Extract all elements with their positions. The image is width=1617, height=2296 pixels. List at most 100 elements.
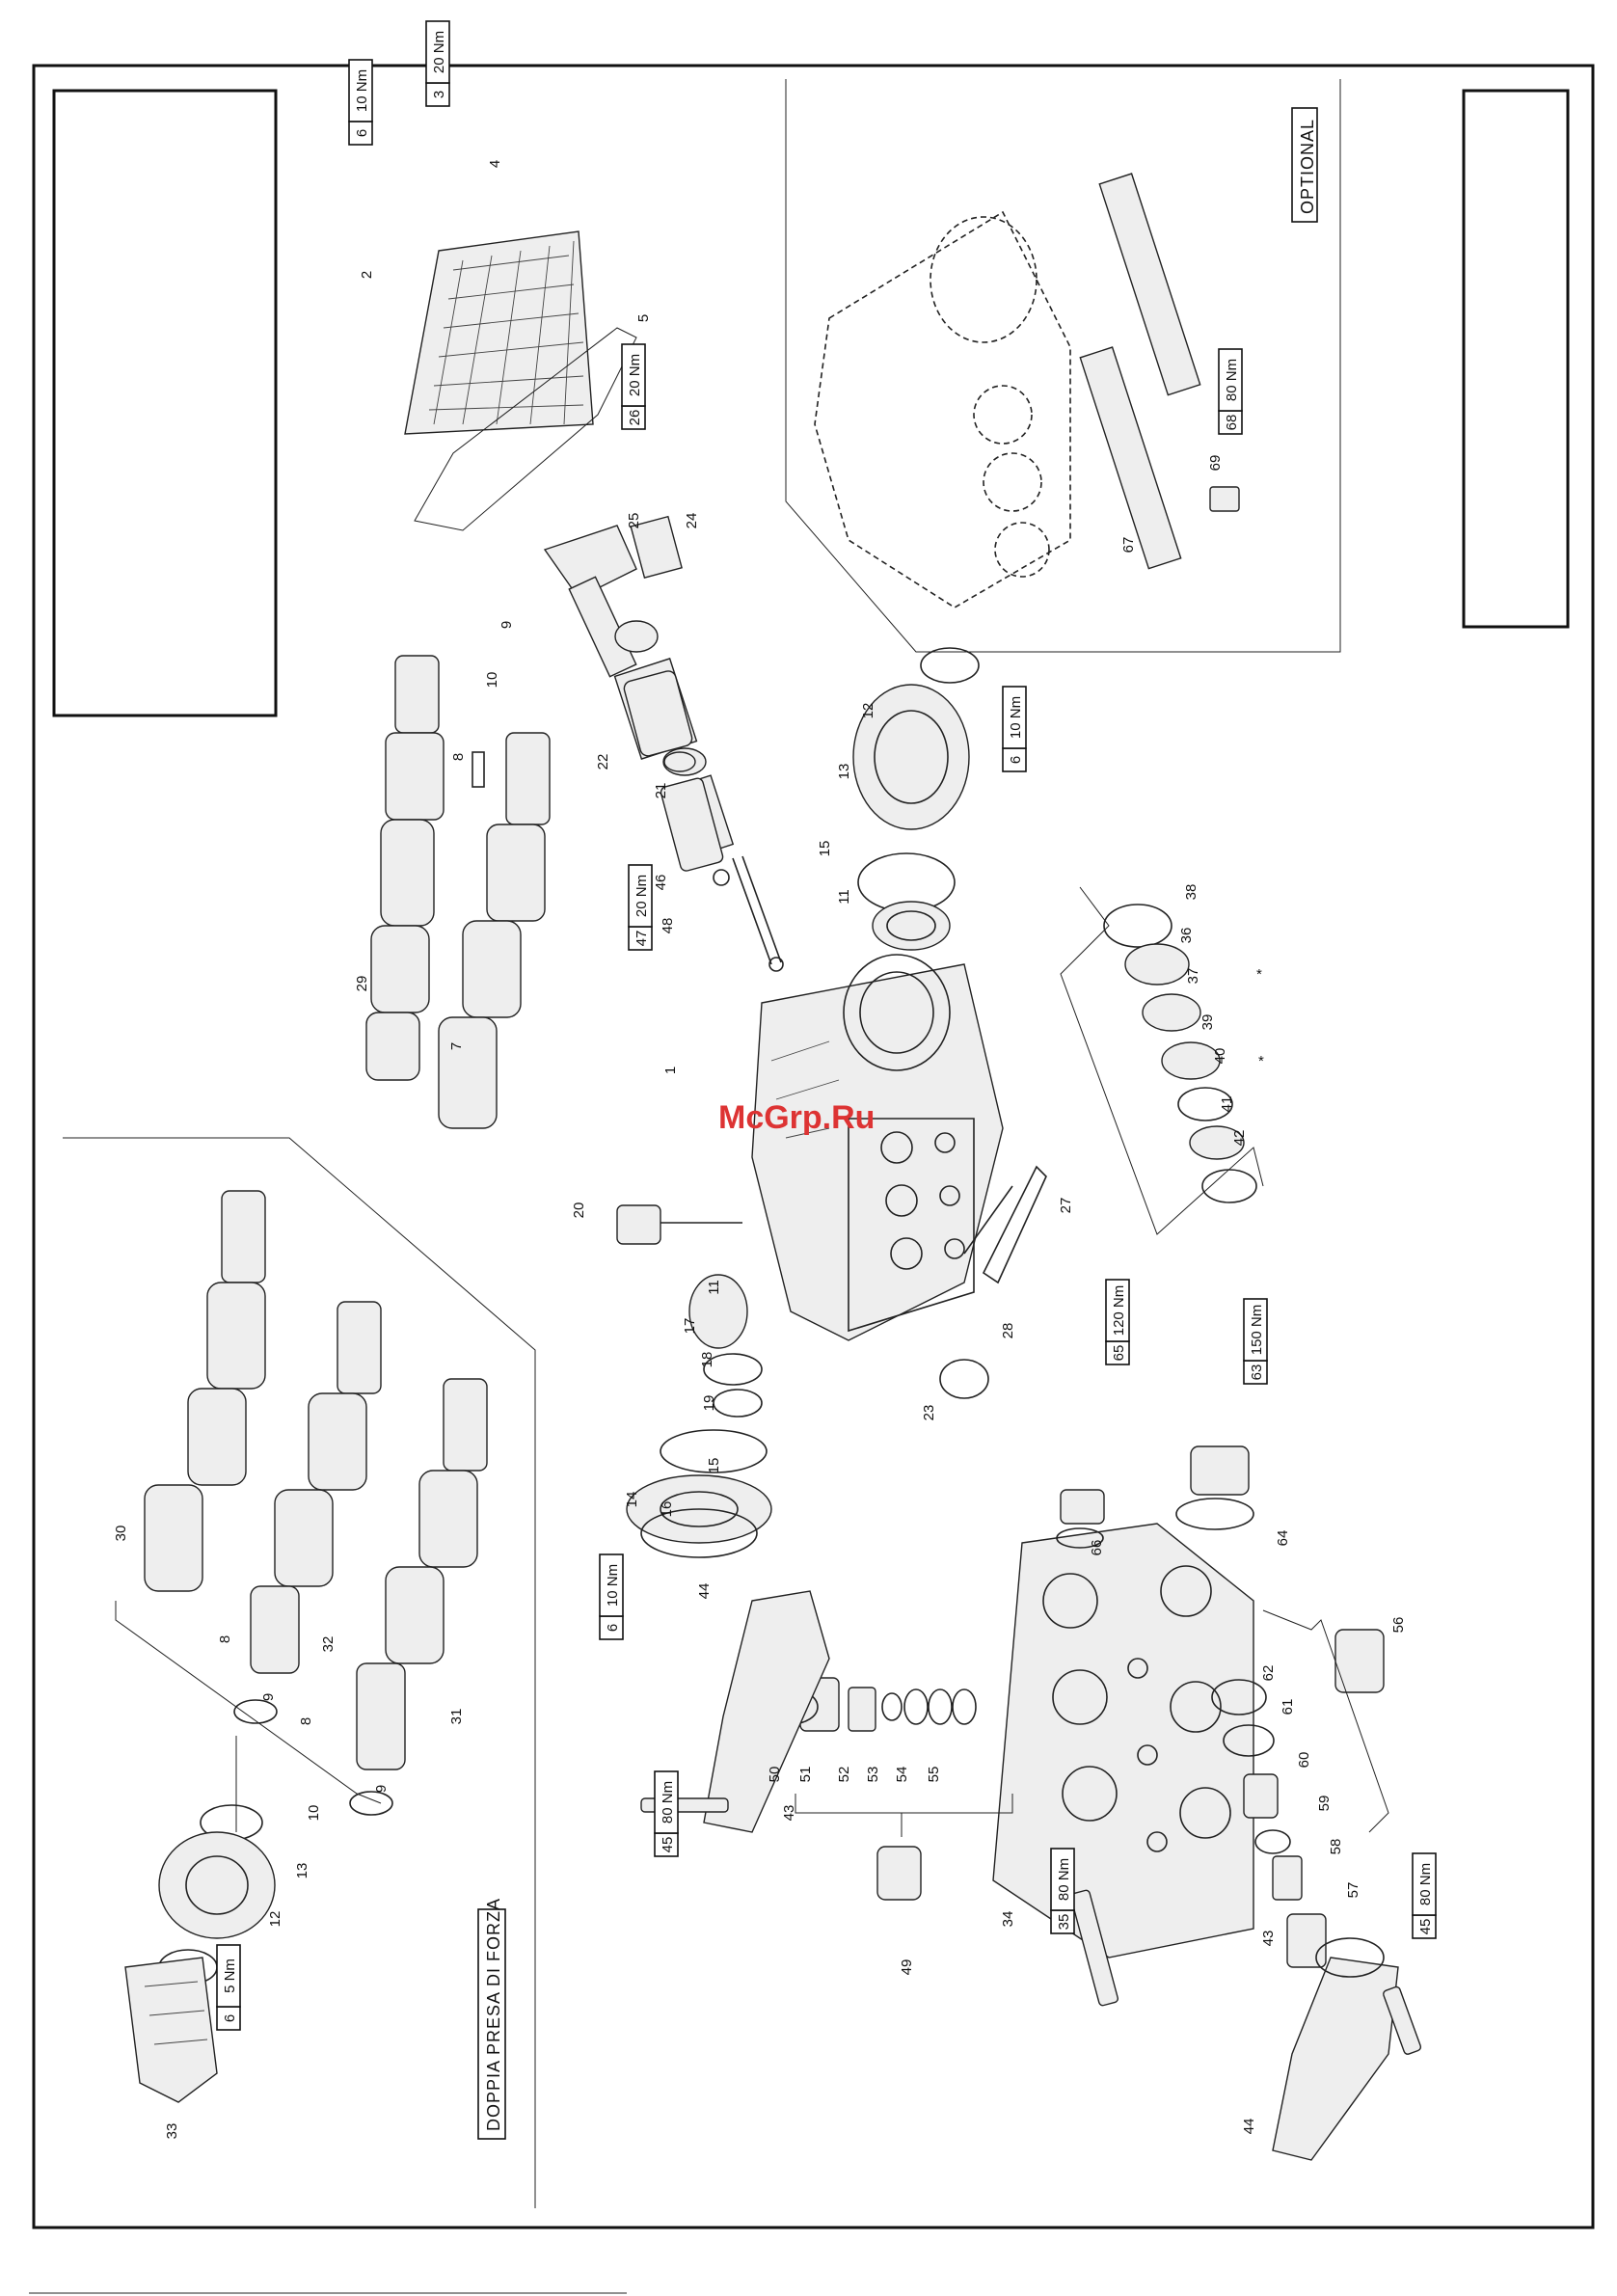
torque-part-number: 6 [605, 1624, 621, 1632]
torque-spec-6: 610 Nm [1002, 686, 1027, 772]
torque-spec-6: 6 10 Nm [599, 1553, 624, 1640]
callout-43: 43 [781, 1805, 797, 1822]
pump-head [992, 1523, 1254, 1958]
torque-part-number: 65 [1111, 1345, 1127, 1362]
callout-36: 36 [1178, 928, 1195, 944]
optional-crankcase [814, 173, 1240, 608]
callout-29: 29 [354, 976, 370, 992]
callout-48: 48 [660, 918, 676, 934]
torque-value: 80 Nm [1056, 1858, 1072, 1901]
callout-27: 27 [1058, 1198, 1074, 1214]
callout-66: 66 [1089, 1540, 1105, 1556]
callout-59: 59 [1316, 1796, 1333, 1812]
callout-52: 52 [836, 1767, 852, 1783]
plunger-guide-group [623, 670, 730, 886]
torque-spec-6: 610 Nm [348, 59, 373, 146]
torque-value: 20 Nm [431, 31, 447, 73]
callout-34: 34 [1000, 1911, 1016, 1928]
callout-61: 61 [1280, 1699, 1296, 1715]
torque-part-number: 6 [354, 129, 370, 137]
callout-7: 7 [448, 1042, 465, 1050]
callout-13: 13 [836, 764, 852, 780]
oil-sight-20 [616, 1204, 661, 1245]
callout-2: 2 [359, 271, 375, 279]
callout-46: 46 [653, 875, 669, 891]
right-title-box [1462, 89, 1570, 629]
callout-8: 8 [217, 1635, 233, 1643]
torque-value: 20 Nm [627, 354, 643, 396]
callout-51: 51 [797, 1767, 814, 1783]
asterisk-mark: * [1258, 1053, 1264, 1069]
torque-spec-26: 26 20 Nm [621, 343, 646, 430]
callout-21: 21 [653, 783, 669, 799]
callout-14: 14 [624, 1492, 640, 1508]
callout-12: 12 [267, 1911, 283, 1928]
torque-part-number: 26 [627, 410, 643, 426]
torque-value: 150 Nm [1249, 1305, 1265, 1356]
asterisk-mark: * [1256, 966, 1262, 983]
torque-value: 10 Nm [605, 1564, 621, 1607]
callout-55: 55 [926, 1767, 942, 1783]
callout-15: 15 [706, 1458, 722, 1474]
callout-31: 31 [448, 1709, 465, 1725]
callout-4: 4 [487, 160, 503, 168]
callout-10: 10 [484, 672, 500, 689]
torque-part-number: 68 [1224, 415, 1240, 431]
double-pto-label-box [477, 1908, 506, 2140]
torque-part-number: 63 [1249, 1364, 1265, 1381]
callout-60: 60 [1296, 1752, 1312, 1769]
torque-value: 10 Nm [1008, 696, 1024, 739]
callout-9: 9 [373, 1785, 390, 1793]
callout-40: 40 [1212, 1048, 1228, 1065]
watermark: McGrp.Ru [718, 1099, 875, 1136]
callout-8: 8 [450, 753, 467, 761]
callout-1: 1 [662, 1067, 679, 1074]
callout-9: 9 [260, 1693, 277, 1701]
torque-value: 20 Nm [633, 875, 650, 917]
callout-37: 37 [1185, 968, 1201, 985]
gasket-28 [963, 1185, 1013, 1255]
callout-5: 5 [635, 314, 652, 322]
optional-region-outline [785, 79, 1341, 653]
callout-13: 13 [294, 1863, 310, 1879]
callout-16: 16 [659, 1501, 675, 1518]
callout-15: 15 [817, 841, 833, 857]
torque-part-number: 47 [633, 931, 650, 947]
callout-44: 44 [1241, 2119, 1257, 2135]
callout-8: 8 [298, 1717, 314, 1725]
callout-11: 11 [706, 1280, 722, 1295]
manifold-right [1272, 1957, 1399, 2161]
callout-33: 33 [164, 2123, 180, 2140]
torque-spec-3: 3 20 Nm [425, 20, 450, 107]
callout-22: 22 [595, 754, 611, 770]
callout-57: 57 [1345, 1882, 1361, 1899]
manifold-left [703, 1590, 830, 1833]
outer-frame [32, 64, 1595, 2229]
optional-label-box [1291, 107, 1318, 223]
callout-24: 24 [684, 513, 700, 529]
callout-53: 53 [865, 1767, 881, 1783]
callout-12: 12 [860, 703, 876, 719]
callout-25: 25 [626, 513, 642, 529]
torque-part-number: 45 [1417, 1919, 1434, 1935]
callout-20: 20 [571, 1202, 587, 1219]
callout-69: 69 [1207, 455, 1224, 472]
double-pto-crankshafts [115, 1190, 488, 1832]
callout-9: 9 [499, 621, 515, 629]
double-pto-region-outline [63, 1137, 536, 2208]
torque-part-number: 3 [431, 91, 447, 98]
torque-part-number: 45 [660, 1837, 676, 1853]
bolt-35 [1070, 1889, 1118, 2007]
callout-39: 39 [1199, 1014, 1216, 1031]
gasket-5 [414, 327, 637, 531]
callout-38: 38 [1183, 884, 1199, 901]
torque-part-number: 35 [1056, 1914, 1072, 1931]
callout-42: 42 [1231, 1130, 1248, 1147]
side-cover-27 [982, 1165, 1047, 1284]
left-title-box [52, 89, 278, 717]
seal-23 [939, 1359, 989, 1399]
